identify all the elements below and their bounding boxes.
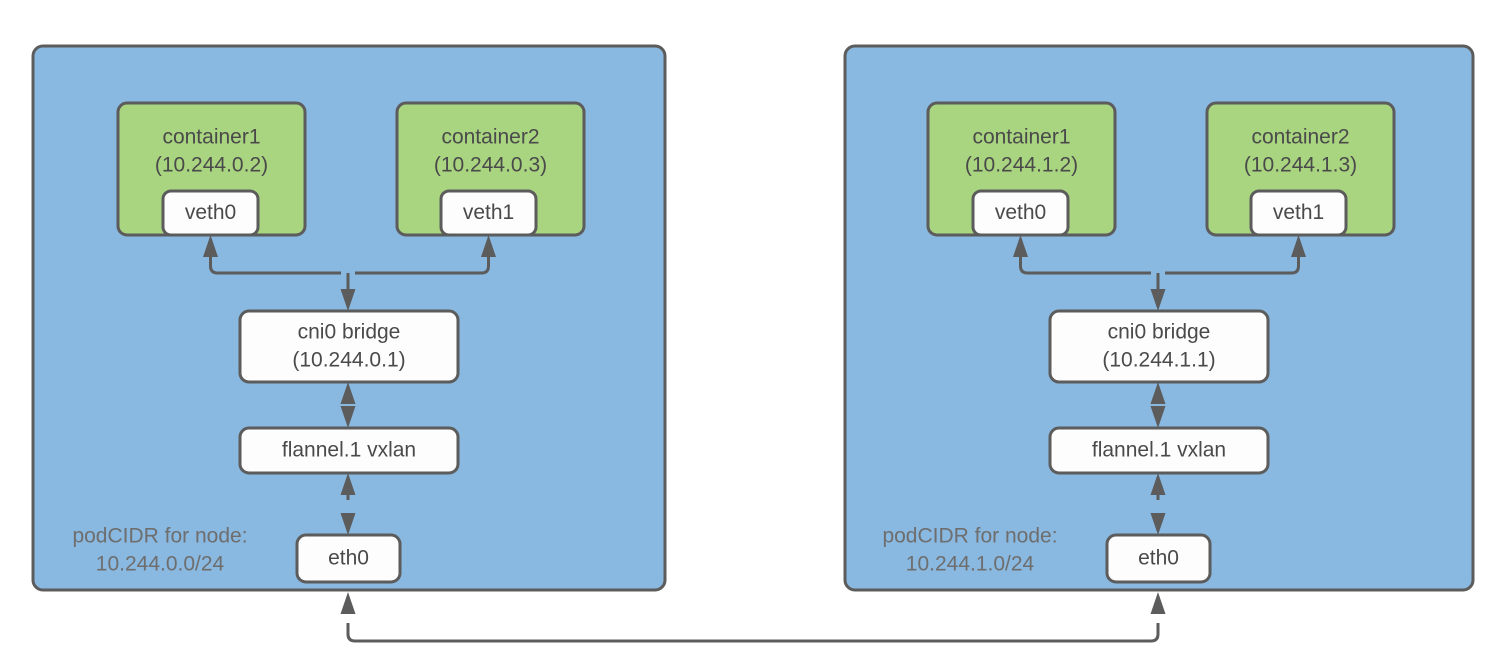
arrow-down-bridge bbox=[340, 289, 356, 311]
eth0-name: eth0 bbox=[1138, 547, 1179, 570]
arrow-up-vxlan bbox=[340, 473, 356, 495]
container-ip: (10.244.1.3) bbox=[1244, 154, 1357, 177]
bridge-box bbox=[238, 309, 460, 384]
podcidr-value: 10.244.0.0/24 bbox=[96, 553, 225, 576]
node-right-container1: container1 (10.244.1.2) veth0 bbox=[926, 101, 1117, 237]
arrow-up-bridge bbox=[1150, 382, 1166, 404]
arrow-down-vxlan bbox=[1150, 406, 1166, 428]
veth-label: veth0 bbox=[185, 201, 236, 224]
node-right-vxlan-eth0-connector bbox=[1150, 473, 1166, 535]
arrow-down-vxlan bbox=[340, 406, 356, 428]
podcidr-label: podCIDR for node: bbox=[72, 525, 247, 548]
vxlan-box bbox=[1048, 426, 1270, 475]
node-right-eth0: eth0 bbox=[1105, 533, 1212, 584]
container-name: container1 bbox=[972, 126, 1070, 149]
bridge-box bbox=[1048, 309, 1270, 384]
node-left-eth0: eth0 bbox=[295, 533, 402, 584]
vxlan-name: flannel.1 vxlan bbox=[282, 439, 416, 462]
podcidr-label: podCIDR for node: bbox=[882, 525, 1057, 548]
node-left-vxlan-eth0-connector bbox=[340, 473, 356, 535]
eth0-box bbox=[295, 533, 402, 584]
container-name: container1 bbox=[162, 126, 260, 149]
arrow-up-veth0 bbox=[203, 235, 218, 257]
node-left-container2: container2 (10.244.0.3) veth1 bbox=[395, 101, 586, 237]
node-right: container1 (10.244.1.2) veth0 container2… bbox=[843, 44, 1475, 592]
eth0-box bbox=[1105, 533, 1212, 584]
arrow-down-bridge bbox=[1150, 289, 1166, 311]
bridge-name: cni0 bridge bbox=[1108, 321, 1211, 344]
veth-label: veth1 bbox=[463, 201, 514, 224]
arrow-up-left-eth0 bbox=[340, 592, 356, 614]
inter-node-eth0-link bbox=[340, 592, 1166, 643]
veth-label: veth1 bbox=[1273, 201, 1324, 224]
arrow-down-eth0 bbox=[1150, 513, 1166, 535]
node-right-bridge-vxlan-connector bbox=[1150, 382, 1166, 428]
node-left-veth-bridge-connector bbox=[203, 235, 496, 311]
node-left-podcidr: podCIDR for node: 10.244.0.0/24 bbox=[72, 525, 247, 576]
node-right-cni0-bridge: cni0 bridge (10.244.1.1) bbox=[1048, 309, 1270, 384]
arrow-up-vxlan bbox=[1150, 473, 1166, 495]
vxlan-box bbox=[238, 426, 460, 475]
arrow-up-veth1 bbox=[481, 235, 496, 257]
node-right-container2: container2 (10.244.1.3) veth1 bbox=[1205, 101, 1396, 237]
container-name: container2 bbox=[441, 126, 539, 149]
container-name: container2 bbox=[1251, 126, 1349, 149]
eth0-name: eth0 bbox=[328, 547, 369, 570]
node-left: container1 (10.244.0.2) veth0 container2… bbox=[31, 44, 667, 592]
arrow-up-right-eth0 bbox=[1150, 592, 1166, 614]
container-ip: (10.244.1.2) bbox=[965, 154, 1078, 177]
bridge-name: cni0 bridge bbox=[298, 321, 401, 344]
node-left-bridge-vxlan-connector bbox=[340, 382, 356, 428]
node-right-veth-bridge-connector bbox=[1013, 235, 1306, 311]
node-left-container1: container1 (10.244.0.2) veth0 bbox=[116, 101, 307, 237]
arrow-up-bridge bbox=[340, 382, 356, 404]
bridge-ip: (10.244.0.1) bbox=[292, 349, 405, 372]
container-ip: (10.244.0.2) bbox=[155, 154, 268, 177]
arrow-up-veth1 bbox=[1291, 235, 1306, 257]
node-right-podcidr: podCIDR for node: 10.244.1.0/24 bbox=[882, 525, 1057, 576]
arrow-up-veth0 bbox=[1013, 235, 1028, 257]
vxlan-name: flannel.1 vxlan bbox=[1092, 439, 1226, 462]
node-left-cni0-bridge: cni0 bridge (10.244.0.1) bbox=[238, 309, 460, 384]
arrow-down-eth0 bbox=[340, 513, 356, 535]
podcidr-value: 10.244.1.0/24 bbox=[906, 553, 1035, 576]
veth-label: veth0 bbox=[995, 201, 1046, 224]
bridge-ip: (10.244.1.1) bbox=[1102, 349, 1215, 372]
node-left-flannel-vxlan: flannel.1 vxlan bbox=[238, 426, 460, 475]
node-right-flannel-vxlan: flannel.1 vxlan bbox=[1048, 426, 1270, 475]
container-ip: (10.244.0.3) bbox=[434, 154, 547, 177]
